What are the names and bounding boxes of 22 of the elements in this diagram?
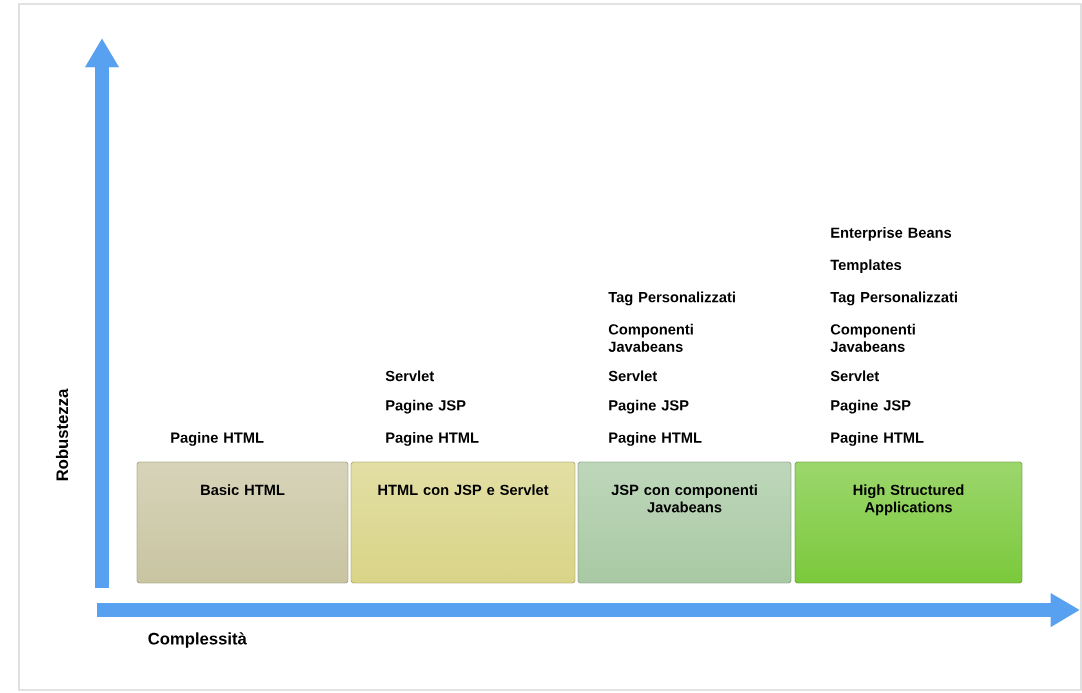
item-label: Componenti Javabeans — [608, 323, 693, 352]
item-label: Tag Personalizzati — [608, 291, 735, 306]
item-label: Pagine HTML — [609, 432, 702, 446]
item-label: Pagine HTML — [831, 432, 924, 446]
level-box: JSP con componenti Javabeans — [577, 461, 792, 584]
item-label: Componenti Javabeans — [830, 323, 915, 352]
item-label: Pagine HTML — [386, 432, 479, 446]
item-label: Servlet — [385, 370, 434, 382]
axis-label: Complessità — [148, 632, 247, 648]
item-label: Pagine HTML — [171, 432, 264, 446]
item-label: Pagine JSP — [386, 399, 466, 414]
item-label: Templates — [830, 259, 902, 273]
item-label: Servlet — [830, 370, 879, 382]
item-label: Tag Personalizzati — [830, 291, 957, 306]
axis-label: Robustezza — [55, 388, 69, 481]
item-label: Pagine JSP — [609, 399, 689, 414]
item-label: Pagine JSP — [831, 399, 911, 414]
level-box: High Structured Applications — [794, 461, 1023, 584]
item-label: Servlet — [608, 370, 657, 382]
item-label: Enterprise Beans — [831, 227, 952, 241]
level-box: HTML con JSP e Servlet — [350, 461, 576, 584]
level-box: Basic HTML — [136, 461, 349, 584]
